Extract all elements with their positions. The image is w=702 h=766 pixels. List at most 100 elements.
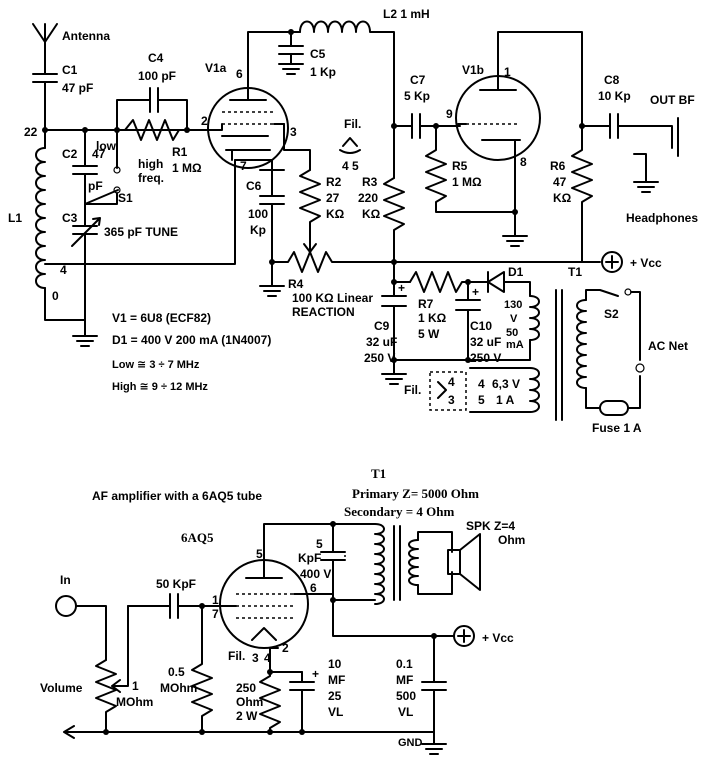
c2-value-1: 47 <box>92 147 106 161</box>
c10-value-1: 32 uF <box>470 335 501 349</box>
ck-value-4: VL <box>328 705 343 719</box>
ck-plus: + <box>312 667 319 681</box>
r3-name: R3 <box>362 175 378 189</box>
c2-value-2: pF <box>88 179 103 193</box>
r2-value-1: 27 <box>326 191 340 205</box>
vcc-terminal-2 <box>453 625 475 647</box>
p6-label: 6 <box>310 581 317 595</box>
v1a-pin-7: 7 <box>240 159 247 173</box>
c6-name: C6 <box>246 179 262 193</box>
v1-spec: V1 = 6U8 (ECF82) <box>112 311 211 325</box>
c9-name: C9 <box>374 319 390 333</box>
c1-name: C1 <box>62 63 78 77</box>
c5-value: 1 Kp <box>310 65 336 79</box>
capacitor-c2 <box>72 129 98 205</box>
c9-plus: + <box>398 281 405 295</box>
cpl-value-1: 5 <box>316 537 323 551</box>
resistor-grid <box>191 605 213 733</box>
v1a-pin-3: 3 <box>290 125 297 139</box>
l1-label: L1 <box>8 211 22 225</box>
volume-label: Volume <box>40 681 83 695</box>
inductor-l1 <box>35 129 86 321</box>
c3-name: C3 <box>62 211 78 225</box>
resistor-r1 <box>124 119 180 141</box>
c6-value-2: Kp <box>250 223 266 237</box>
r7-value-1: 1 KΩ <box>418 311 447 325</box>
c10-name: C10 <box>470 319 492 333</box>
d1-label: D1 <box>508 265 524 279</box>
sec-v: V <box>510 313 518 325</box>
antenna-symbol <box>32 23 58 59</box>
s1-low-label: low <box>96 139 117 153</box>
capacitor-bypass <box>421 635 447 733</box>
ck-value-2: MF <box>328 673 345 687</box>
ground-symbol-2 <box>502 235 528 247</box>
r7-value-2: 5 W <box>418 327 440 341</box>
r5-name: R5 <box>452 159 468 173</box>
spk-ohm-label: Ohm <box>498 533 525 547</box>
low-range: Low ≅ 3 ÷ 7 MHz <box>112 359 200 371</box>
ck-value-1: 10 <box>328 657 342 671</box>
vcc2-label: + Vcc <box>482 631 514 645</box>
fil2-pin-3: 3 <box>448 393 455 407</box>
secondary-label: Secondary = 4 Ohm <box>344 504 454 519</box>
r6-name: R6 <box>550 159 566 173</box>
r4-name: R4 <box>288 277 304 291</box>
r7-name: R7 <box>418 297 434 311</box>
tube-v1a <box>207 31 301 169</box>
p2-label: 2 <box>282 641 289 655</box>
r6-value-1: 47 <box>553 175 567 189</box>
ground-symbol-1 <box>72 319 98 347</box>
cb-value-2: MF <box>396 673 413 687</box>
vcc-label: + Vcc <box>630 256 662 270</box>
sec-1a: 1 A <box>496 393 515 407</box>
gnd-label: GND <box>398 737 423 749</box>
vcc-terminal <box>601 251 623 273</box>
d1-spec: D1 = 400 V 200 mA (1N4007) <box>112 333 271 347</box>
fil2-label: Fil. <box>404 383 421 397</box>
tube-v1b <box>455 31 583 237</box>
c2-name: C2 <box>62 147 78 161</box>
resistor-r6 <box>571 125 593 263</box>
r1-name: R1 <box>172 145 188 159</box>
r4-reaction: REACTION <box>292 305 355 319</box>
inductor-l2 <box>299 20 395 179</box>
r4-value: 100 KΩ Linear <box>292 291 373 305</box>
tube-6aq5-label: 6AQ5 <box>181 530 214 545</box>
potentiometer-r4 <box>259 251 395 297</box>
c9-value-1: 32 uF <box>366 335 397 349</box>
capacitor-c4 <box>116 87 188 131</box>
r6-value-2: KΩ <box>553 191 572 205</box>
cpl-value-3: 400 V <box>300 567 331 581</box>
cb-value-3: 500 <box>396 689 416 703</box>
capacitor-c9 <box>381 295 407 361</box>
v1b-pin-1: 1 <box>504 65 511 79</box>
resistor-r7 <box>409 271 477 293</box>
out-bf-label: OUT BF <box>650 93 695 107</box>
volume-potentiometer <box>95 605 129 733</box>
ck-value-3: 25 <box>328 689 342 703</box>
capacitor-c3-tune <box>71 203 101 321</box>
fuse-label: Fuse 1 A <box>592 421 642 435</box>
capacitor-c8 <box>581 113 661 139</box>
node-22-label: 22 <box>24 125 38 139</box>
c3-value: 365 pF TUNE <box>104 225 178 239</box>
ground-symbol-3 <box>381 359 407 385</box>
filament-connection <box>429 371 467 411</box>
capacitor-50kpf <box>127 593 223 619</box>
capacitor-c7 <box>411 113 461 139</box>
sec-50: 50 <box>506 327 518 339</box>
capacitor-c5 <box>278 29 304 75</box>
l1-tap-0: 0 <box>52 289 59 303</box>
high-range: High ≅ 9 ÷ 12 MHz <box>112 381 208 393</box>
p3-label: 3 <box>252 651 259 665</box>
r2-value-2: KΩ <box>326 207 345 221</box>
switch-s1 <box>84 129 121 205</box>
ac-net-label: AC Net <box>648 339 688 353</box>
p7-label: 7 <box>212 607 219 621</box>
resistor-r3 <box>383 177 405 263</box>
rk-value-2: Ohm <box>236 695 263 709</box>
fil-label: Fil. <box>344 117 361 131</box>
cb-value-4: VL <box>398 705 413 719</box>
